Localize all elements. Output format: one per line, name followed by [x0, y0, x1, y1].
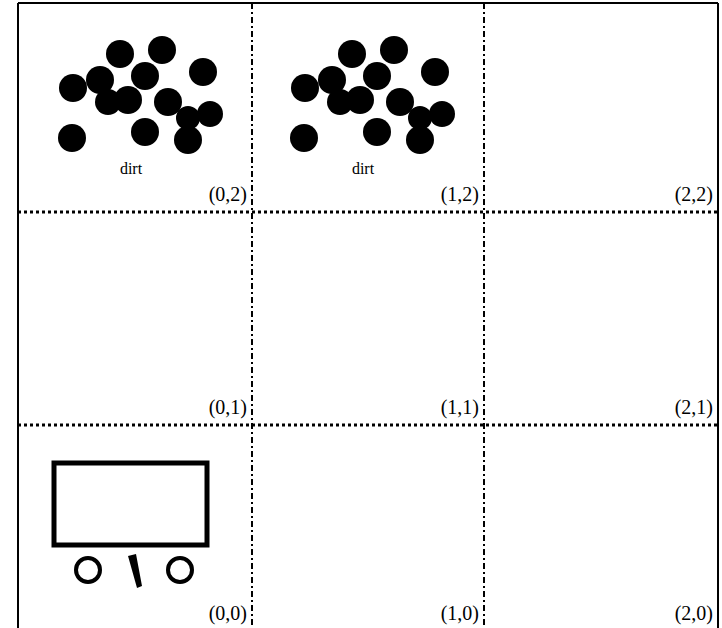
cell-coordinate: (1,1)	[440, 397, 480, 417]
dirt-label: dirt	[352, 161, 374, 177]
cell-coordinate: (0,1)	[208, 397, 248, 417]
dirt-label: dirt	[120, 161, 142, 177]
dirt-pile	[58, 36, 223, 154]
cell-coordinate: (1,0)	[440, 603, 480, 623]
cell-coordinate: (1,2)	[440, 184, 480, 204]
grid-lines	[18, 3, 718, 628]
cell-coordinate: (2,2)	[674, 184, 714, 204]
robot-cart	[54, 463, 207, 588]
cell-coordinate: (0,0)	[208, 603, 248, 623]
dirt-pile	[290, 36, 455, 154]
cell-coordinate: (2,1)	[674, 397, 714, 417]
cell-coordinate: (0,2)	[208, 184, 248, 204]
cell-coordinate: (2,0)	[674, 603, 714, 623]
